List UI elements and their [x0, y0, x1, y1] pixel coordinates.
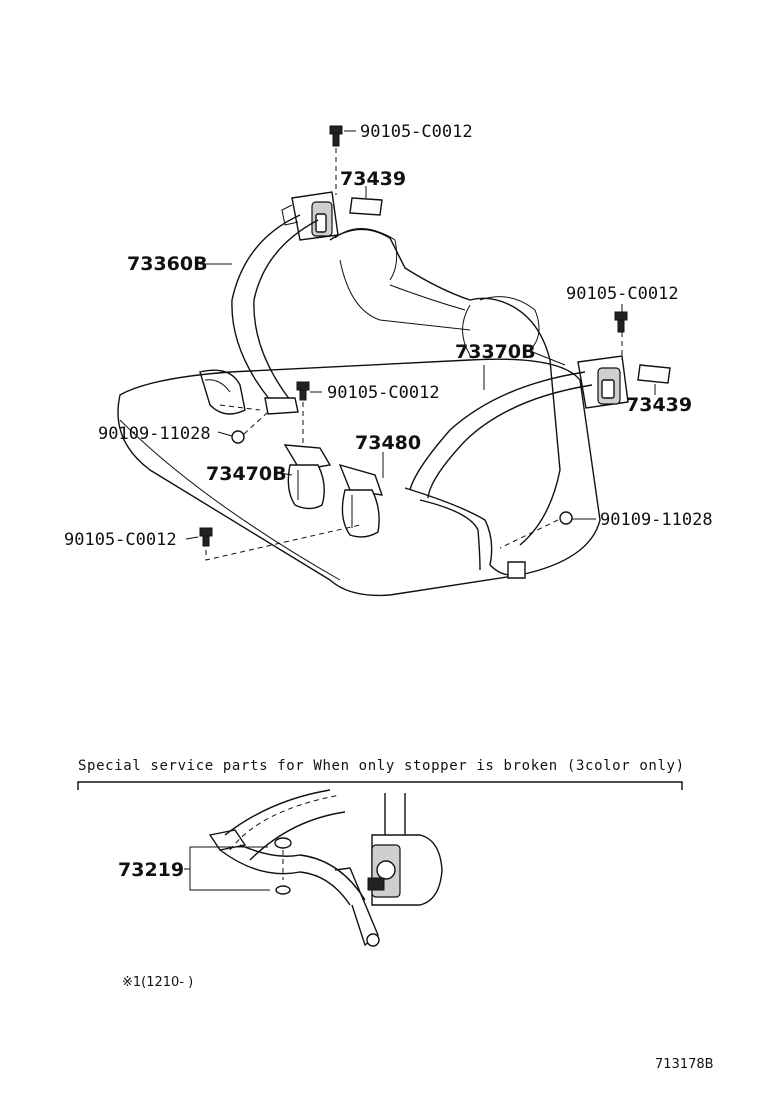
label-buckle-right: 73480	[355, 432, 421, 454]
label-belt-right: 73370B	[455, 341, 536, 363]
bolt-icon-mid	[296, 381, 310, 401]
cover-icon-right	[637, 364, 671, 384]
label-bolt-bottom-left: 90105-C0012	[64, 530, 177, 550]
footnote: ※1(1210- )	[122, 975, 193, 990]
label-cover-left: 73439	[340, 168, 406, 190]
label-stopper: 73219	[118, 859, 184, 881]
label-bolt-top: 90105-C0012	[360, 122, 473, 142]
bolt-icon-right-top	[614, 311, 628, 333]
dashed-guide-lines	[205, 148, 623, 561]
special-section-bracket	[77, 781, 683, 790]
label-bolt-right-lower: 90109-11028	[600, 510, 713, 530]
stopper-leader-bracket	[184, 846, 270, 891]
bolt-icon-bottom-left	[199, 527, 213, 547]
right-outer-belt-73370b	[404, 355, 629, 579]
bolt-icon-right-lower	[559, 511, 573, 525]
label-bolt-mid: 90105-C0012	[327, 383, 440, 403]
bolt-icon-top	[329, 125, 343, 147]
label-bolt-right-top: 90105-C0012	[566, 284, 679, 304]
label-bolt-left-lower: 90109-11028	[98, 424, 211, 444]
rear-seat-outline	[117, 228, 601, 597]
buckle-left-73470b	[283, 444, 332, 510]
label-cover-right: 73439	[626, 394, 692, 416]
buckle-right-73480	[338, 463, 384, 538]
left-outer-belt-73360b	[199, 191, 339, 415]
label-belt-left: 73360B	[127, 253, 208, 275]
figure-code: 713178B	[655, 1057, 714, 1072]
leader-lines	[185, 130, 656, 540]
cover-icon-left	[349, 197, 383, 216]
stopper-detail-illustration	[208, 789, 443, 947]
bolt-icon-left-lower	[231, 430, 245, 444]
special-service-caption: Special service parts for When only stop…	[78, 758, 684, 774]
label-buckle-left: 73470B	[206, 463, 287, 485]
